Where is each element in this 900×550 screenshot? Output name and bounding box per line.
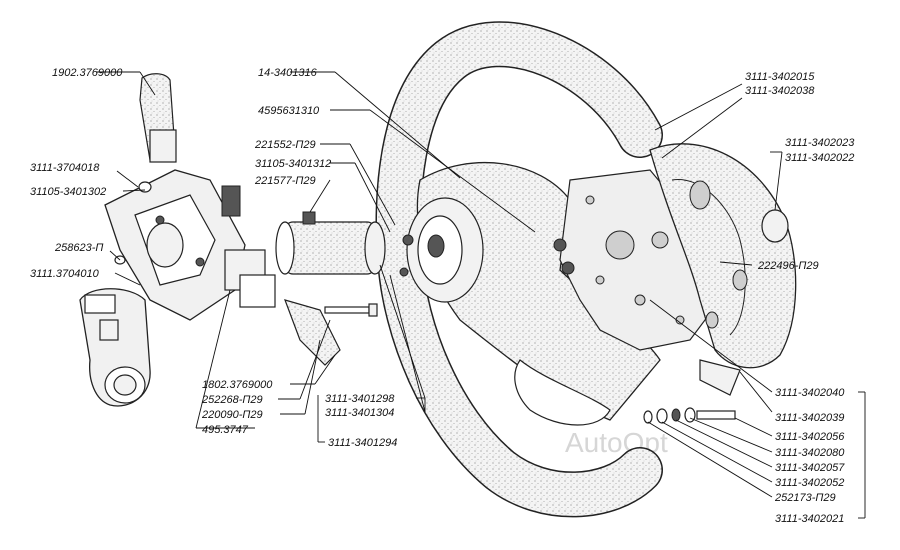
label-14-3401316: 14-3401316 (258, 67, 318, 79)
label-3111-3402015: 3111-3402015 (745, 71, 815, 83)
label-3111-3402021: 3111-3402021 (775, 513, 844, 525)
label-495-3747: 495.3747 (202, 424, 249, 436)
steering-wheel (375, 21, 663, 518)
label-31105-3401302: 31105-3401302 (30, 186, 106, 198)
label-4595631310: 4595631310 (258, 105, 320, 117)
label-3111-3401304: 3111-3401304 (325, 407, 394, 419)
part-labels: 1902.3769000 3111-3704018 31105-3401302 … (30, 67, 855, 525)
ignition-lock (79, 288, 151, 407)
label-258623-p: 258623-П (54, 242, 103, 254)
cap-button (761, 209, 789, 243)
label-3111-3401294: 3111-3401294 (328, 437, 397, 449)
label-3111-3402056: 3111-3402056 (775, 431, 845, 443)
airbag-cover (649, 143, 797, 396)
label-3111-3402057: 3111-3402057 (775, 462, 845, 474)
label-3111-3402022: 3111-3402022 (785, 152, 854, 164)
label-3111-3402038: 3111-3402038 (745, 85, 815, 97)
label-252173-p29: 252173-П29 (774, 492, 836, 504)
label-252268-p29: 252268-П29 (201, 394, 263, 406)
label-3111-3402023: 3111-3402023 (785, 137, 855, 149)
label-221577-p29: 221577-П29 (254, 175, 316, 187)
long-bolt (324, 303, 378, 317)
label-3111-3402080: 3111-3402080 (775, 447, 845, 459)
label-3111-3704010: 3111.3704010 (30, 268, 100, 280)
fastener-stack (643, 407, 736, 424)
label-221552-p29: 221552-П29 (254, 139, 316, 151)
clock-spring (275, 211, 386, 275)
label-3111-3402052: 3111-3402052 (775, 477, 844, 489)
label-3111-3704018: 3111-3704018 (30, 162, 100, 174)
label-3111-3402040: 3111-3402040 (775, 387, 845, 399)
label-220090-p29: 220090-П29 (201, 409, 263, 421)
label-1802-3769000: 1802.3769000 (202, 379, 273, 391)
label-3111-3401298: 3111-3401298 (325, 393, 395, 405)
label-3111-3402039: 3111-3402039 (775, 412, 844, 424)
column-switch-assembly (104, 73, 341, 366)
leader-lines (96, 71, 866, 519)
label-31105-3401312: 31105-3401312 (255, 158, 331, 170)
label-222496-p29: 222496-П29 (757, 260, 819, 272)
label-1902-3769000: 1902.3769000 (52, 67, 123, 79)
